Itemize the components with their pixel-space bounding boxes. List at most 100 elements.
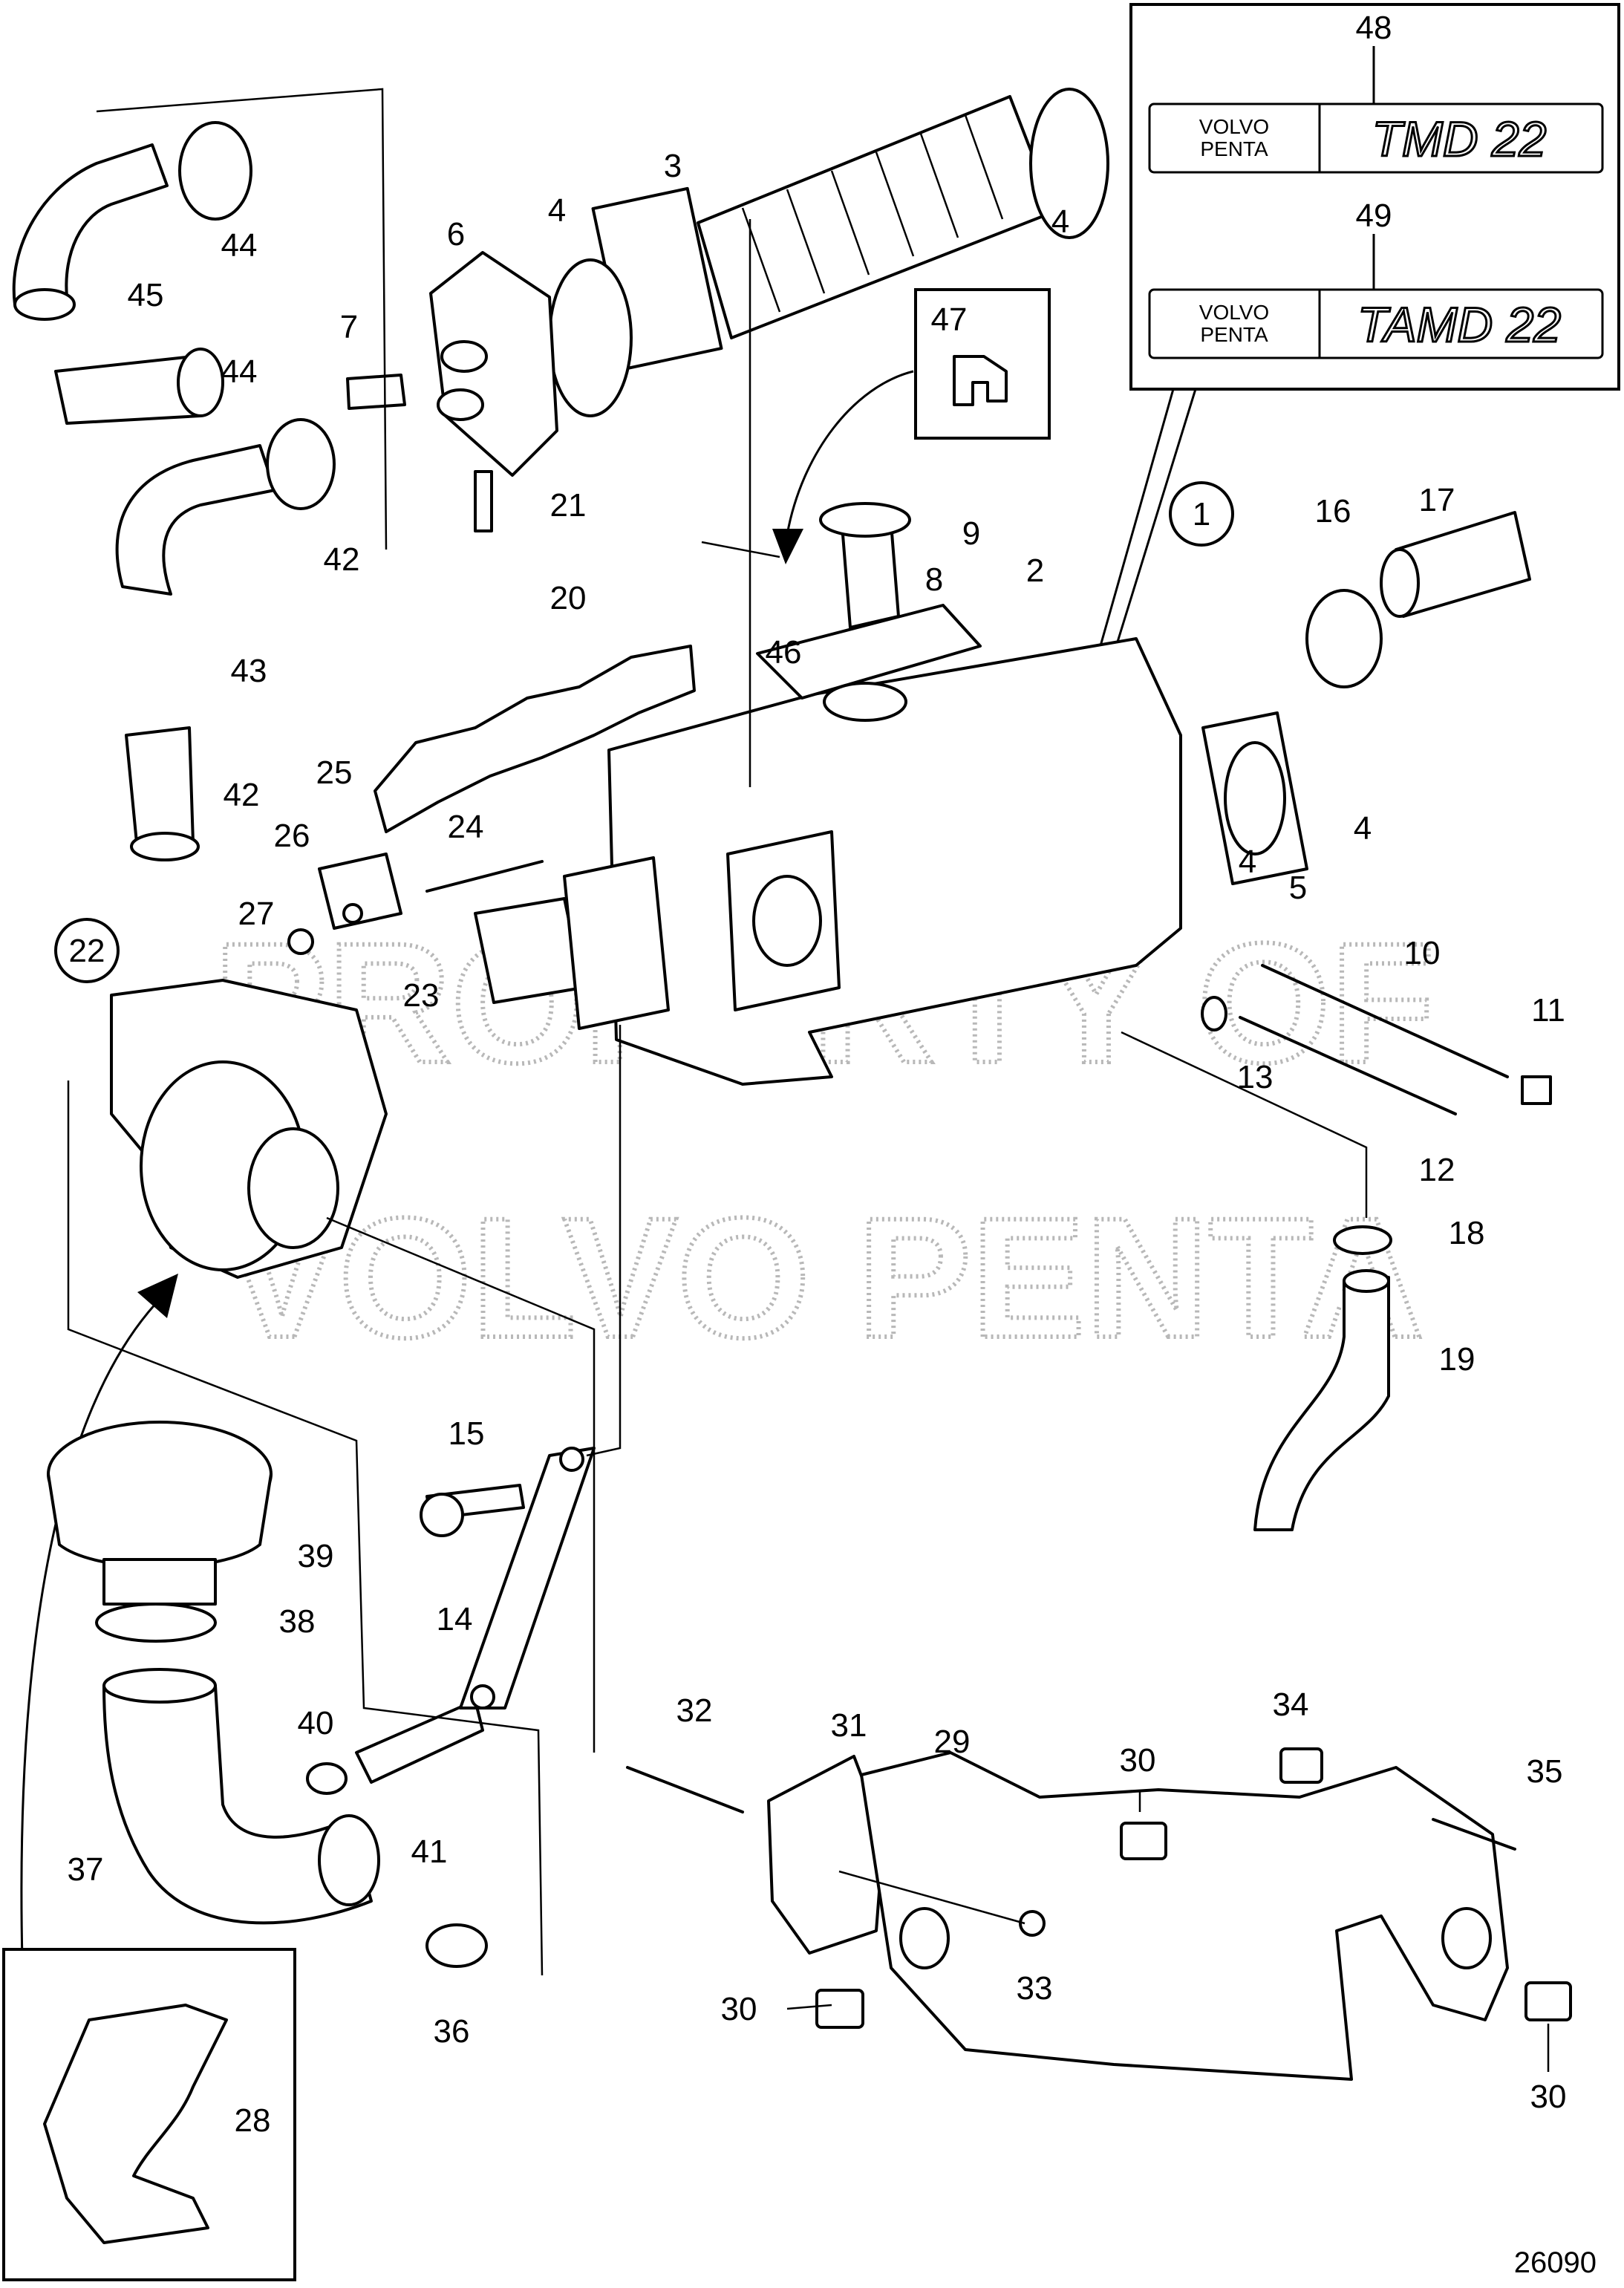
pressure-cap-9 (819, 502, 911, 538)
callout-32: 32 (676, 1692, 713, 1729)
gasket-25 (318, 853, 402, 930)
callout-30-upper: 30 (1120, 1742, 1156, 1779)
hose-17-group (1305, 511, 1531, 688)
callout-46: 46 (766, 634, 802, 671)
callout-31: 31 (831, 1707, 867, 1744)
clamp-42-upper (266, 418, 336, 510)
end-cover-6-pipe-1 (440, 340, 488, 373)
callout-circle-22 (54, 918, 120, 983)
callout-39: 39 (298, 1538, 334, 1574)
callout-4-right: 4 (1051, 203, 1069, 240)
bolt-35 (1432, 1818, 1516, 1851)
callout-7: 7 (340, 309, 358, 345)
callout-44-upper: 44 (221, 227, 258, 264)
hose-19-end (1343, 1269, 1390, 1293)
breather-hose-41 (355, 1699, 484, 1784)
callout-17: 17 (1419, 482, 1455, 518)
box-47: 47 (772, 288, 1051, 564)
callout-28: 28 (235, 2102, 271, 2139)
drain-cock-21 (474, 470, 493, 532)
callout-47: 47 (931, 302, 968, 338)
washer-26 (342, 903, 363, 924)
air-filter-39-body (47, 1473, 273, 1568)
bracket-14 (459, 1447, 596, 1710)
clamp-40 (306, 1762, 348, 1795)
badge-49-brand-2: PENTA (1200, 323, 1268, 346)
bolt-12 (1239, 1016, 1457, 1115)
hose-19-group (1253, 1225, 1392, 1531)
callout-15: 15 (449, 1415, 485, 1452)
callout-23: 23 (403, 977, 440, 1014)
leader-10-18 (1121, 1031, 1368, 1218)
filler-neck (823, 682, 907, 722)
badge-49-model: TAMD 22 (1357, 297, 1561, 352)
leader-30-left (786, 2004, 832, 2010)
callout-21: 21 (550, 487, 587, 524)
exhaust-elbow-29 (860, 1751, 1509, 2081)
hose-19 (1253, 1276, 1390, 1531)
badge-tamd22: VOLVO PENTA TAMD 22 (1148, 288, 1604, 359)
callout-49: 49 (1356, 198, 1392, 234)
heat-shield-28 (43, 2004, 228, 2244)
plug-30-right (1524, 1981, 1572, 2021)
callout-36: 36 (434, 2013, 470, 2050)
leader-lines (67, 88, 1550, 2072)
callout-16: 16 (1315, 493, 1351, 529)
callout-4-top: 4 (548, 192, 566, 229)
callout-27: 27 (238, 896, 275, 932)
box-28 (2, 1948, 296, 2281)
bolt-15-head (420, 1493, 464, 1537)
watermark-line-2: VOLVO PENTA (225, 1182, 1424, 1373)
elbow-port-right (1441, 1907, 1492, 1969)
clamp-42-lower (130, 832, 200, 861)
callout-22: 22 (69, 933, 105, 969)
callout-6: 6 (447, 216, 465, 252)
stud-10 (1261, 964, 1509, 1078)
callout-38: 38 (279, 1603, 316, 1640)
tube-stack-grid (741, 114, 1004, 313)
badge-49-brand-1: VOLVO (1199, 301, 1269, 324)
clamp-44-upper (178, 121, 252, 221)
callout-33: 33 (1017, 1970, 1053, 2007)
callout-20: 20 (550, 580, 587, 616)
callout-circle-1 (1169, 481, 1234, 547)
sleeve-34 (1279, 1747, 1323, 1784)
callout-4-lower: 4 (1239, 844, 1256, 880)
clip-part-47 (953, 355, 1008, 406)
screw-7 (346, 374, 406, 410)
callout-numbers: 1 2 3 4 4 4 4 5 6 7 8 9 10 11 12 13 14 1… (68, 148, 1567, 2139)
callout-24: 24 (448, 809, 484, 845)
washer-13 (1201, 996, 1227, 1031)
nut-11 (1521, 1075, 1552, 1105)
leader-33 (838, 1870, 1025, 1925)
clamp-16 (1305, 589, 1383, 688)
callout-3: 3 (664, 148, 682, 184)
clamp-36 (425, 1923, 488, 1968)
hose-17-end (1380, 548, 1420, 618)
callout-18: 18 (1449, 1215, 1485, 1251)
callout-30-left: 30 (721, 1991, 757, 2027)
callout-45: 45 (128, 277, 164, 313)
clamp-44-lower (177, 348, 224, 417)
bracket-14-hole-top (559, 1447, 584, 1472)
o-ring-4-side (1224, 741, 1286, 855)
hose-37-top (102, 1668, 217, 1704)
figure-number: 26090 (1514, 2246, 1597, 2279)
callout-12: 12 (1419, 1152, 1455, 1188)
callout-4-side: 4 (1354, 810, 1372, 847)
manifold-gasket-20 (374, 645, 696, 833)
callout-30-right: 30 (1530, 2079, 1567, 2115)
callout-19: 19 (1439, 1341, 1475, 1378)
hose-45-end (13, 288, 76, 321)
o-ring-4-right (1029, 88, 1109, 239)
badge-48-brand-2: PENTA (1200, 137, 1268, 160)
air-filter-39-neck (102, 1558, 217, 1606)
hose-group-top-left (12, 121, 336, 861)
arrow-28-curve (20, 1302, 157, 1961)
arrow-47-curve (786, 370, 914, 535)
arrow-28-head (137, 1274, 178, 1318)
badge-panel: 48 VOLVO PENTA TMD 22 49 VOLVO PENTA TAM… (1072, 3, 1620, 751)
badge-48-model: TMD 22 (1372, 111, 1547, 166)
clamp-38 (95, 1603, 217, 1643)
